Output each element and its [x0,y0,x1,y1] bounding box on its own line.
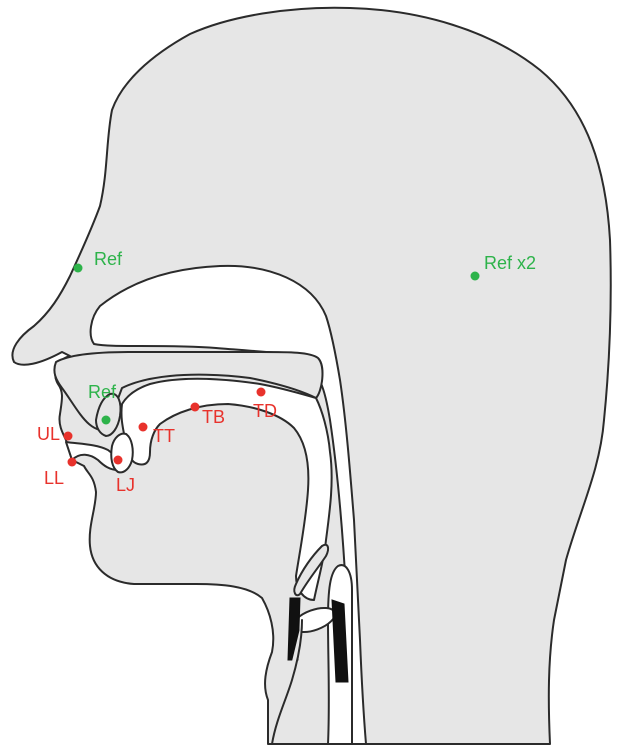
ref-nose-label: Ref [94,249,123,269]
td-marker [257,388,266,397]
tb-label: TB [202,407,225,427]
tt-label: TT [153,426,175,446]
ref-nose-marker [74,264,83,273]
tb-marker [191,403,200,412]
ref-gum-marker [102,416,111,425]
ul-label: UL [37,424,60,444]
lower-incisor-gap [111,434,133,473]
ll-label: LL [44,468,64,488]
ref-head-label: Ref x2 [484,253,536,273]
tt-marker [139,423,148,432]
lj-label: LJ [116,475,135,495]
ref-gum-label: Ref [88,382,117,402]
ul-marker [64,432,73,441]
lj-marker [114,456,123,465]
ref-head-marker [471,272,480,281]
td-label: TD [253,401,277,421]
ll-marker [68,458,77,467]
